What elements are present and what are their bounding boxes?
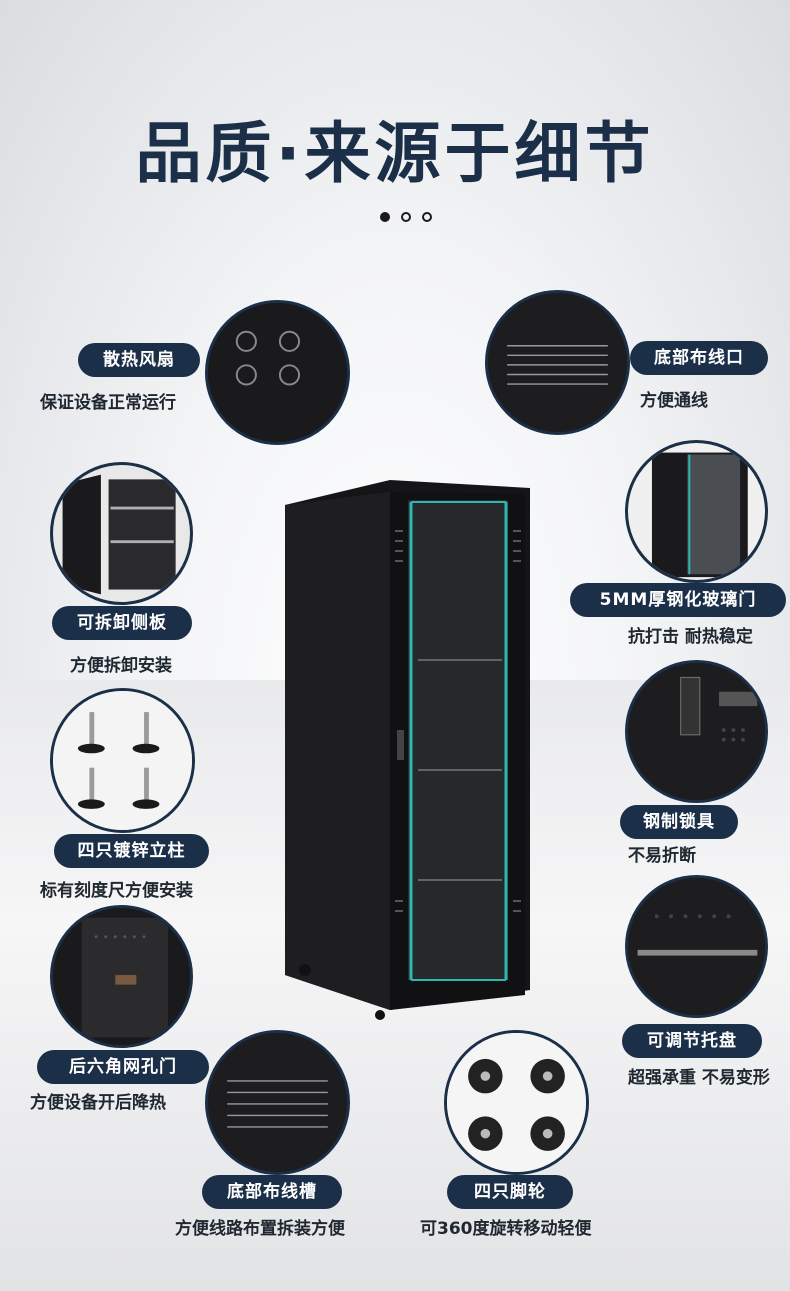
cable-port-icon xyxy=(488,293,627,432)
side-panel-label: 可拆卸侧板 xyxy=(52,606,192,640)
fan-desc: 保证设备正常运行 xyxy=(40,393,176,413)
caster-wheel-icon xyxy=(447,1033,586,1172)
tray-circle xyxy=(625,875,768,1018)
tray-desc: 超强承重 不易变形 xyxy=(628,1068,770,1088)
leveling-feet-icon xyxy=(53,691,192,830)
bottom-cable-port-label: 底部布线口 xyxy=(630,341,768,375)
glass-door-desc: 抗打击 耐热稳定 xyxy=(628,627,753,647)
lock-circle xyxy=(625,660,768,803)
cable-slot-circle xyxy=(205,1030,350,1175)
lock-label: 钢制锁具 xyxy=(620,805,738,839)
casters-circle xyxy=(444,1030,589,1175)
side-panel-desc: 方便拆卸安装 xyxy=(70,656,172,676)
carousel-indicator xyxy=(380,212,432,222)
mesh-door-desc: 方便设备开后降热 xyxy=(30,1093,166,1113)
glass-door-circle xyxy=(625,440,768,583)
carousel-dot-1[interactable] xyxy=(380,212,390,222)
page-title: 品质·来源于细节 xyxy=(135,115,655,192)
tray-label: 可调节托盘 xyxy=(622,1024,762,1058)
glass-door-label: 5MM厚钢化玻璃门 xyxy=(570,583,786,617)
cable-slot-desc: 方便线路布置拆装方便 xyxy=(175,1219,345,1239)
server-cabinet-image xyxy=(280,480,530,1020)
tray-icon xyxy=(628,878,765,1015)
casters-label: 四只脚轮 xyxy=(447,1175,573,1209)
bottom-cable-port-circle xyxy=(485,290,630,435)
bottom-cable-port-desc: 方便通线 xyxy=(640,391,708,411)
cable-slot-icon xyxy=(208,1033,347,1172)
lock-desc: 不易折断 xyxy=(628,846,696,866)
side-panel-icon xyxy=(53,465,190,602)
fan-detail-circle xyxy=(205,300,350,445)
lock-icon xyxy=(628,663,765,800)
mesh-door-circle xyxy=(50,905,193,1048)
fan-icon xyxy=(208,303,347,442)
side-panel-circle xyxy=(50,462,193,605)
mesh-door-icon xyxy=(53,908,190,1045)
glass-door-icon xyxy=(628,443,765,580)
cable-slot-label: 底部布线槽 xyxy=(202,1175,342,1209)
leveling-feet-circle xyxy=(50,688,195,833)
leveling-feet-label: 四只镀锌立柱 xyxy=(54,834,209,868)
fan-label: 散热风扇 xyxy=(78,343,200,377)
casters-desc: 可360度旋转移动轻便 xyxy=(420,1219,592,1239)
mesh-door-label: 后六角网孔门 xyxy=(37,1050,209,1084)
carousel-dot-3[interactable] xyxy=(422,212,432,222)
carousel-dot-2[interactable] xyxy=(401,212,411,222)
leveling-feet-desc: 标有刻度尺方便安装 xyxy=(40,881,193,901)
